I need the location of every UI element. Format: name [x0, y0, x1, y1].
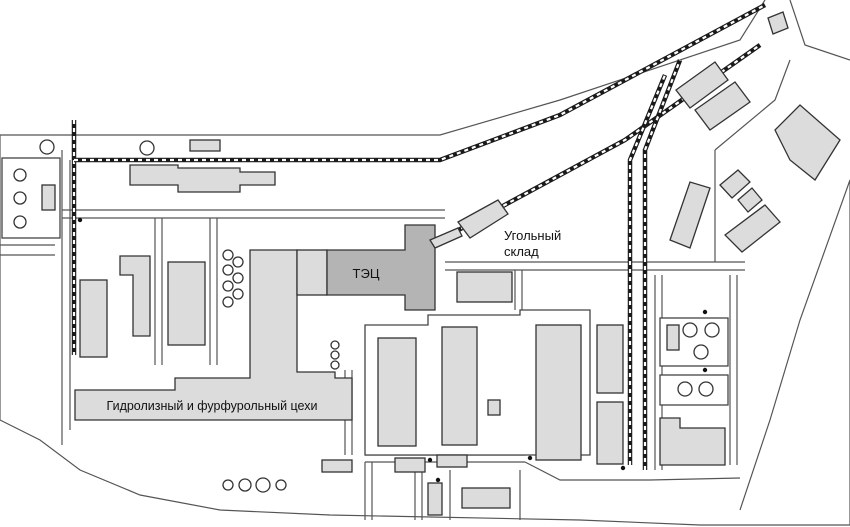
- building: [441, 326, 478, 446]
- marker-dot: [527, 455, 533, 461]
- building: [189, 139, 221, 152]
- building: [659, 417, 726, 466]
- tank: [255, 477, 271, 493]
- tank: [222, 249, 234, 261]
- tank: [330, 350, 340, 360]
- tank: [222, 479, 234, 491]
- building: [535, 324, 582, 461]
- tank: [682, 322, 698, 338]
- coal-store-building: [457, 199, 509, 239]
- building: [456, 271, 513, 303]
- building: [596, 324, 624, 394]
- building: [694, 81, 751, 131]
- building: [461, 487, 511, 509]
- tank: [238, 478, 252, 492]
- building: [427, 482, 443, 516]
- building: [675, 61, 729, 109]
- marker-dot: [702, 309, 708, 315]
- marker-dot: [435, 477, 441, 483]
- tank: [222, 280, 234, 292]
- tank: [330, 340, 340, 350]
- building: [394, 457, 426, 473]
- tank: [222, 264, 234, 276]
- building: [119, 255, 151, 337]
- building: [377, 337, 417, 447]
- building: [596, 401, 624, 465]
- tank: [13, 215, 27, 229]
- building: [774, 104, 841, 181]
- building: [79, 279, 108, 358]
- tank: [232, 288, 244, 300]
- marker-dot: [427, 457, 433, 463]
- building: [669, 181, 711, 249]
- road-network: [0, 59, 791, 520]
- tank-farm: [659, 374, 729, 406]
- tank: [232, 256, 244, 268]
- tank: [39, 139, 55, 155]
- hydrolysis-shops-label: Гидролизный и фурфурольный цехи: [107, 399, 318, 413]
- building: [767, 11, 789, 35]
- marker-dot: [77, 217, 83, 223]
- building: [41, 184, 56, 211]
- hydrolysis-furfural-shops: [74, 249, 353, 421]
- tank: [704, 322, 720, 338]
- tank: [13, 168, 27, 182]
- building: [436, 454, 468, 468]
- building: [321, 459, 353, 473]
- coal-store-label-line1: Угольный: [504, 228, 561, 243]
- building: [724, 204, 781, 253]
- building: [129, 164, 276, 193]
- building: [167, 261, 206, 346]
- tank: [330, 360, 340, 370]
- power-plant-label: ТЭЦ: [353, 266, 380, 281]
- marker-dot: [620, 465, 626, 471]
- tank: [693, 344, 709, 360]
- tank: [13, 191, 27, 205]
- tank: [677, 381, 693, 397]
- building: [296, 249, 328, 296]
- coal-store-label-line2: склад: [504, 244, 539, 259]
- building: [666, 324, 680, 351]
- building: [737, 187, 763, 213]
- coal-conveyor: [429, 227, 463, 249]
- marker-dot: [702, 367, 708, 373]
- tank: [698, 381, 714, 397]
- power-plant: [326, 224, 436, 311]
- tank: [139, 140, 155, 156]
- tank: [232, 272, 244, 284]
- tank: [222, 296, 234, 308]
- building: [719, 169, 751, 199]
- tank: [275, 479, 287, 491]
- building: [487, 399, 501, 416]
